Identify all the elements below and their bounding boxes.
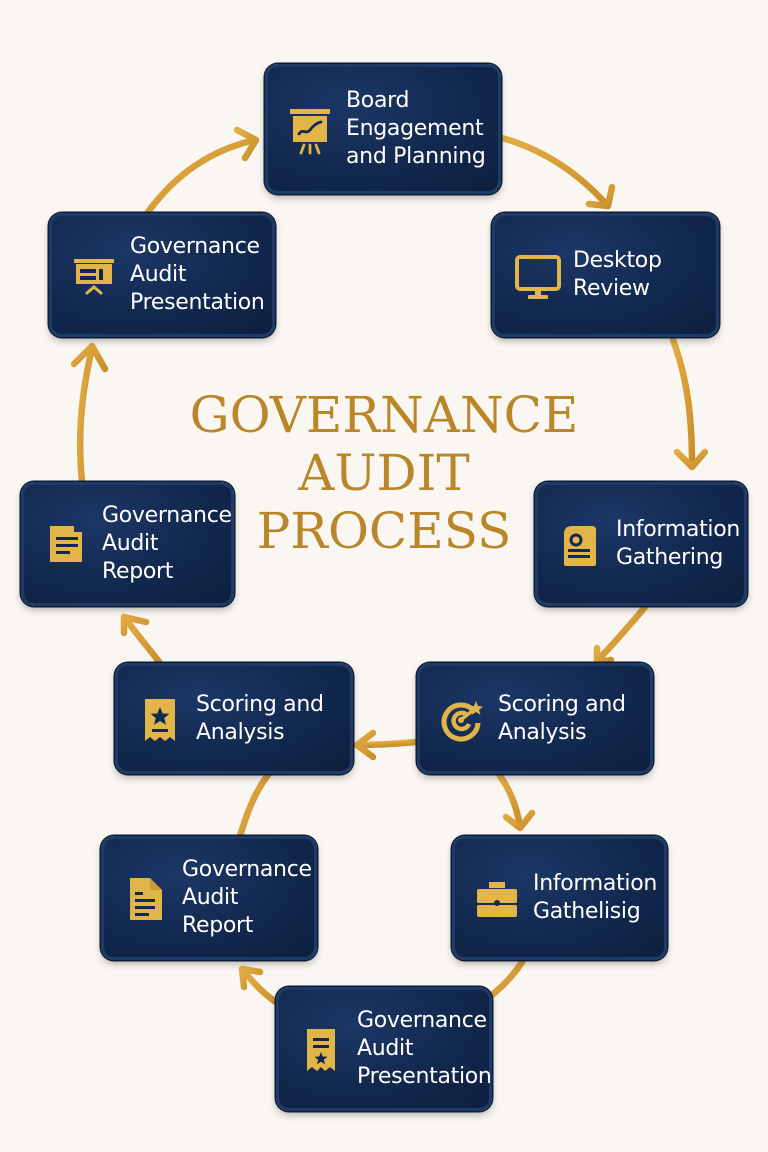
node-board-engagement[interactable]: Board Engagement and Planning [265,64,501,194]
node-scoring-analysis-right[interactable]: Scoring and Analysis [417,663,653,774]
node-label: Scoring and Analysis [196,691,324,745]
title-line-2: AUDIT [298,444,470,502]
id-document-icon [556,516,604,572]
certificate-star-icon [297,1021,345,1077]
arrow-report-to-scoring [236,771,272,840]
node-label: Scoring and Analysis [498,691,626,745]
arrow-scoring-to-info2 [496,772,524,830]
arrow-info-to-scoring [594,603,649,664]
document-icon [122,870,170,926]
node-desktop-review[interactable]: Desktop Review [492,213,719,337]
target-star-icon [438,691,486,747]
briefcase-icon [473,870,521,926]
arrow-presentation-to-board [144,136,259,216]
arrow-info2-to-presentation [488,958,526,999]
node-governance-presentation-bottom[interactable]: Governance Audit Presentation [276,987,492,1111]
diagram-title: GOVERNANCE AUDIT PROCESS [134,386,634,560]
node-governance-report-upper[interactable]: Governance Audit Report [21,482,234,606]
node-label: Information Gathelisig [533,871,658,924]
arrow-report-to-presentation [76,344,96,486]
node-label: Desktop Review [573,248,662,301]
arrow-desktop-to-info [669,336,696,469]
node-label: Governance Audit Presentation [130,234,265,315]
node-label: Governance Audit Report [102,503,232,584]
node-governance-report-lower[interactable]: Governance Audit Report [101,836,317,960]
arrow-presentation-to-report [239,966,284,1009]
node-label: Board Engagement and Planning [346,88,486,169]
node-information-gathering-2[interactable]: Information Gathelisig [452,836,667,960]
node-label: Information Gathering [616,517,741,570]
node-label: Governance Audit Presentation [357,1008,492,1089]
monitor-icon [513,247,561,303]
node-label: Governance Audit Report [182,857,312,938]
node-governance-presentation-top[interactable]: Governance Audit Presentation [49,213,275,337]
presentation-board-icon [70,247,118,303]
node-information-gathering-1[interactable]: Information Gathering [535,482,747,606]
node-scoring-analysis-left[interactable]: Scoring and Analysis [115,663,353,774]
file-lines-icon [42,516,90,572]
arrow-scoring-to-report [121,614,164,667]
presentation-chart-icon [286,101,334,157]
arrow-board-to-desktop [498,134,611,209]
badge-star-icon [136,691,184,747]
title-line-1: GOVERNANCE [189,386,579,444]
title-line-3: PROCESS [256,502,512,560]
arrow-scoring-right-to-left [353,738,420,749]
